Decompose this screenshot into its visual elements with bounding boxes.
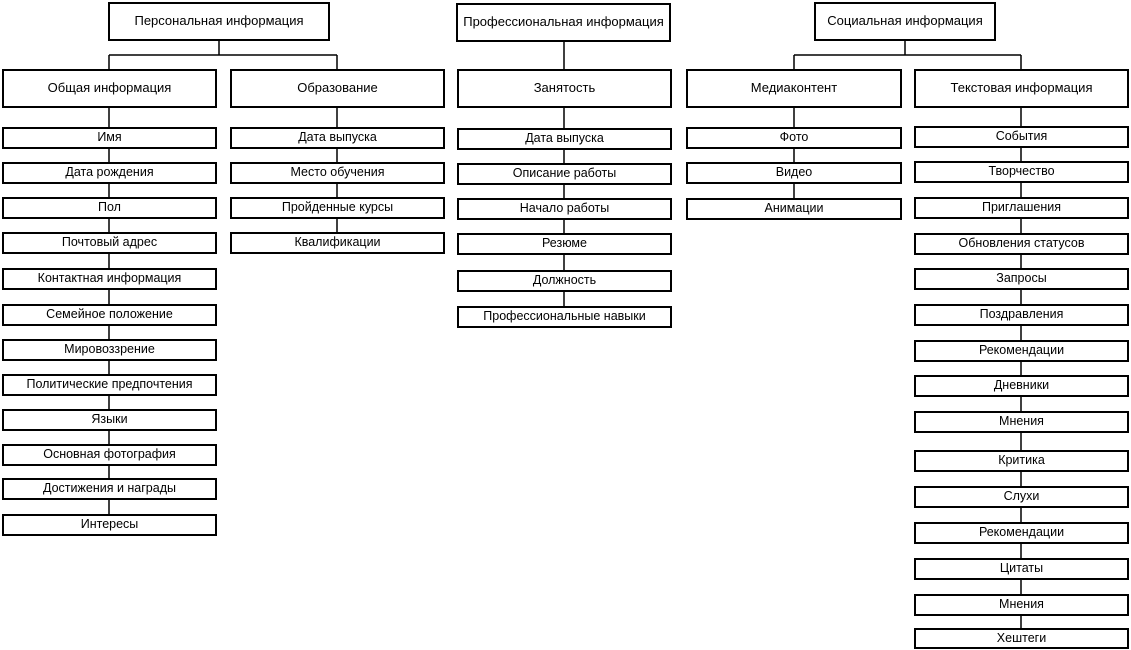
item-general-info: Контактная информация (2, 268, 217, 290)
item-text-info: Рекомендации (914, 340, 1129, 362)
item-text-info: Слухи (914, 486, 1129, 508)
item-text-info: Поздравления (914, 304, 1129, 326)
item-general-info: Мировоззрение (2, 339, 217, 361)
item-employment: Должность (457, 270, 672, 292)
item-education: Место обучения (230, 162, 445, 184)
item-text-info: Запросы (914, 268, 1129, 290)
item-general-info: Семейное положение (2, 304, 217, 326)
item-general-info: Пол (2, 197, 217, 219)
item-employment: Начало работы (457, 198, 672, 220)
category-education: Образование (230, 69, 445, 108)
item-general-info: Политические предпочтения (2, 374, 217, 396)
item-general-info: Почтовый адрес (2, 232, 217, 254)
item-media-content: Анимации (686, 198, 902, 220)
item-text-info: Дневники (914, 375, 1129, 397)
root-professional-info: Профессиональная информация (456, 3, 671, 42)
item-education: Пройденные курсы (230, 197, 445, 219)
item-text-info: События (914, 126, 1129, 148)
item-education: Квалификации (230, 232, 445, 254)
item-text-info: Приглашения (914, 197, 1129, 219)
item-text-info: Цитаты (914, 558, 1129, 580)
item-text-info: Творчество (914, 161, 1129, 183)
category-media-content: Медиаконтент (686, 69, 902, 108)
item-media-content: Фото (686, 127, 902, 149)
item-employment: Профессиональные навыки (457, 306, 672, 328)
item-media-content: Видео (686, 162, 902, 184)
item-general-info: Основная фотография (2, 444, 217, 466)
item-general-info: Языки (2, 409, 217, 431)
item-general-info: Интересы (2, 514, 217, 536)
item-employment: Резюме (457, 233, 672, 255)
category-general-info: Общая информация (2, 69, 217, 108)
item-education: Дата выпуска (230, 127, 445, 149)
item-text-info: Критика (914, 450, 1129, 472)
item-general-info: Имя (2, 127, 217, 149)
category-employment: Занятость (457, 69, 672, 108)
root-personal-info: Персональная информация (108, 2, 330, 41)
category-text-info: Текстовая информация (914, 69, 1129, 108)
item-text-info: Хештеги (914, 628, 1129, 649)
root-social-info: Социальная информация (814, 2, 996, 41)
item-text-info: Обновления статусов (914, 233, 1129, 255)
item-employment: Описание работы (457, 163, 672, 185)
item-text-info: Мнения (914, 594, 1129, 616)
item-text-info: Мнения (914, 411, 1129, 433)
item-general-info: Достижения и награды (2, 478, 217, 500)
item-text-info: Рекомендации (914, 522, 1129, 544)
item-employment: Дата выпуска (457, 128, 672, 150)
item-general-info: Дата рождения (2, 162, 217, 184)
